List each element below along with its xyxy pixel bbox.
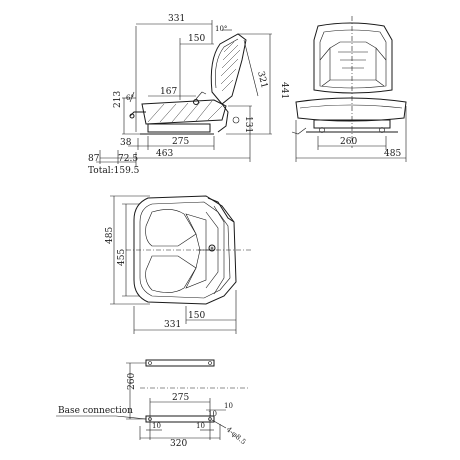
dim-275-base: 275 [172, 393, 189, 403]
dim-213: 213 [113, 91, 123, 108]
dim-10-end-a: 10 [152, 422, 161, 430]
side-base [147, 123, 211, 133]
dim-463: 463 [156, 149, 173, 159]
dim-167: 167 [160, 87, 177, 97]
total-label: Total:159.5 [88, 166, 140, 176]
dim-10-end-b: 10 [196, 422, 205, 430]
top-adjust-knob [208, 244, 216, 252]
cushion-hatch [147, 100, 223, 123]
dim-331-top: 331 [164, 320, 181, 330]
dim-260-front: 260 [340, 137, 357, 147]
dim-320-base: 320 [170, 439, 187, 449]
front-backrest-outline [313, 22, 393, 94]
front-seat [295, 97, 407, 122]
base-rail-top [145, 359, 215, 367]
top-outline [133, 195, 237, 305]
side-view: 331 150 10° 321 441 167 6° 213 131 38 27… [88, 14, 289, 176]
dim-10-side-b: 10 [208, 410, 217, 418]
dim-tilt: 6° [126, 94, 134, 102]
dim-455-top: 455 [117, 249, 127, 266]
dim-331: 331 [168, 14, 185, 24]
top-view: 485 455 331 150 [105, 195, 252, 334]
dim-275-side: 275 [172, 137, 189, 147]
base-detail: 260 275 10 10 10 10 320 4-φ8.5 Base conn… [56, 359, 250, 449]
side-cushion [141, 99, 227, 125]
dim-485-top: 485 [105, 227, 115, 244]
dim-38: 38 [120, 138, 132, 148]
backrest-hatch [220, 41, 241, 92]
dim-131: 131 [243, 116, 253, 133]
dim-angle-10: 10° [215, 25, 227, 33]
side-backrest [210, 33, 247, 105]
front-view: 260 485 [291, 16, 407, 162]
base-connection-label: Base connection [58, 406, 133, 416]
side-lever [129, 111, 146, 117]
dim-72-5: 72.5 [118, 154, 138, 164]
dim-150-side: 150 [188, 34, 205, 44]
dim-485-front: 485 [384, 149, 401, 159]
dim-87: 87 [88, 154, 100, 164]
dim-10-side-a: 10 [224, 402, 233, 410]
dim-321: 321 [255, 70, 269, 89]
dim-441: 441 [279, 82, 289, 99]
dim-hole: 4-φ8.5 [225, 425, 248, 446]
dim-260-base: 260 [127, 373, 137, 390]
dim-150-top: 150 [188, 311, 205, 321]
callout-leader [115, 415, 147, 420]
